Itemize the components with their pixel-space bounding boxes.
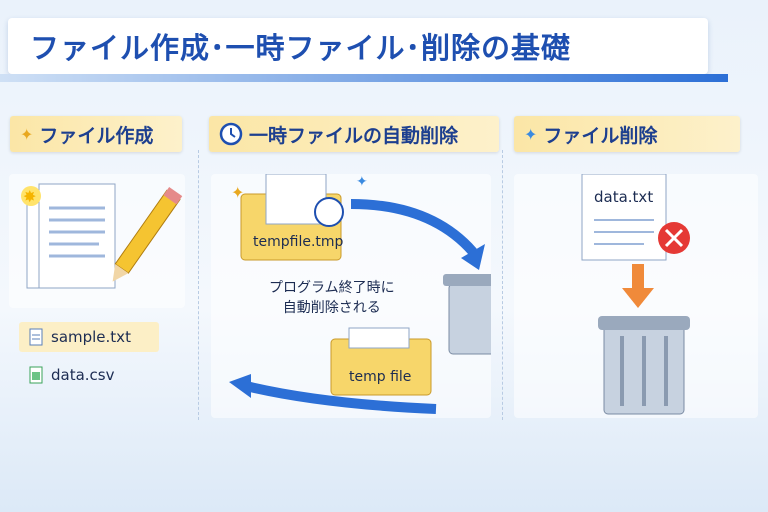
clock-icon <box>219 122 243 146</box>
document-icon <box>581 174 667 261</box>
delete-illustration: data.txt <box>514 174 758 418</box>
temp-folder2-icon <box>330 327 432 396</box>
temp-illustration: ✦ ✦ tempfile.tmp プログラム終了時に 自動削除される temp … <box>211 174 491 418</box>
file-name: sample.txt <box>51 328 131 346</box>
caption-line2: 自動削除される <box>282 300 381 316</box>
text-file-icon <box>29 328 43 346</box>
down-arrow-icon <box>622 264 654 308</box>
csv-file-icon <box>29 366 43 384</box>
sparkle-icon: ✦ <box>524 124 538 144</box>
panel-temp-file: 一時ファイルの自動削除 ✦ ✦ tempfile.tmp プログラム終了時に 自… <box>205 112 500 420</box>
section-header-create: ✦ ファイル作成 <box>10 116 182 152</box>
section-title: ファイル削除 <box>543 124 658 147</box>
file-item-data-csv[interactable]: data.csv <box>19 360 159 390</box>
panel-file-delete: ✦ ファイル削除 data.txt <box>510 112 760 420</box>
divider <box>502 150 503 420</box>
title-banner: ファイル作成･一時ファイル･削除の基礎 <box>0 18 730 84</box>
trash-can-icon <box>443 274 491 355</box>
section-header-delete: ✦ ファイル削除 <box>514 116 740 152</box>
trash-can-icon <box>598 316 690 415</box>
svg-text:✦: ✦ <box>231 183 244 202</box>
title-stripe <box>0 74 728 82</box>
delete-graphics <box>581 174 690 415</box>
divider <box>198 150 199 420</box>
documents-pencil-icon: ✸ <box>21 183 183 289</box>
temp-folder-label: temp file <box>349 369 412 385</box>
panel-file-create: ✦ ファイル作成 ✸ sample.txt data.csv <box>5 112 193 420</box>
create-illustration: ✸ <box>9 174 185 308</box>
page-title: ファイル作成･一時ファイル･削除の基礎 <box>30 31 572 65</box>
file-name: data.csv <box>51 366 115 384</box>
section-title: ファイル作成 <box>39 124 154 147</box>
svg-text:✦: ✦ <box>356 174 368 190</box>
caption-line1: プログラム終了時に <box>269 280 395 296</box>
temp-file-name: tempfile.tmp <box>253 234 344 250</box>
file-item-sample[interactable]: sample.txt <box>19 322 159 352</box>
delete-file-name: data.txt <box>594 188 654 206</box>
section-title: 一時ファイルの自動削除 <box>249 124 459 147</box>
caption: プログラム終了時に 自動削除される <box>269 278 395 318</box>
sparkle-icon: ✦ <box>20 124 34 144</box>
flow-arrows: ✦ ✦ <box>229 174 491 414</box>
temp-folder-icon <box>240 174 344 261</box>
delete-x-icon <box>658 222 690 254</box>
svg-text:✸: ✸ <box>23 187 36 206</box>
section-header-temp: 一時ファイルの自動削除 <box>209 116 499 152</box>
